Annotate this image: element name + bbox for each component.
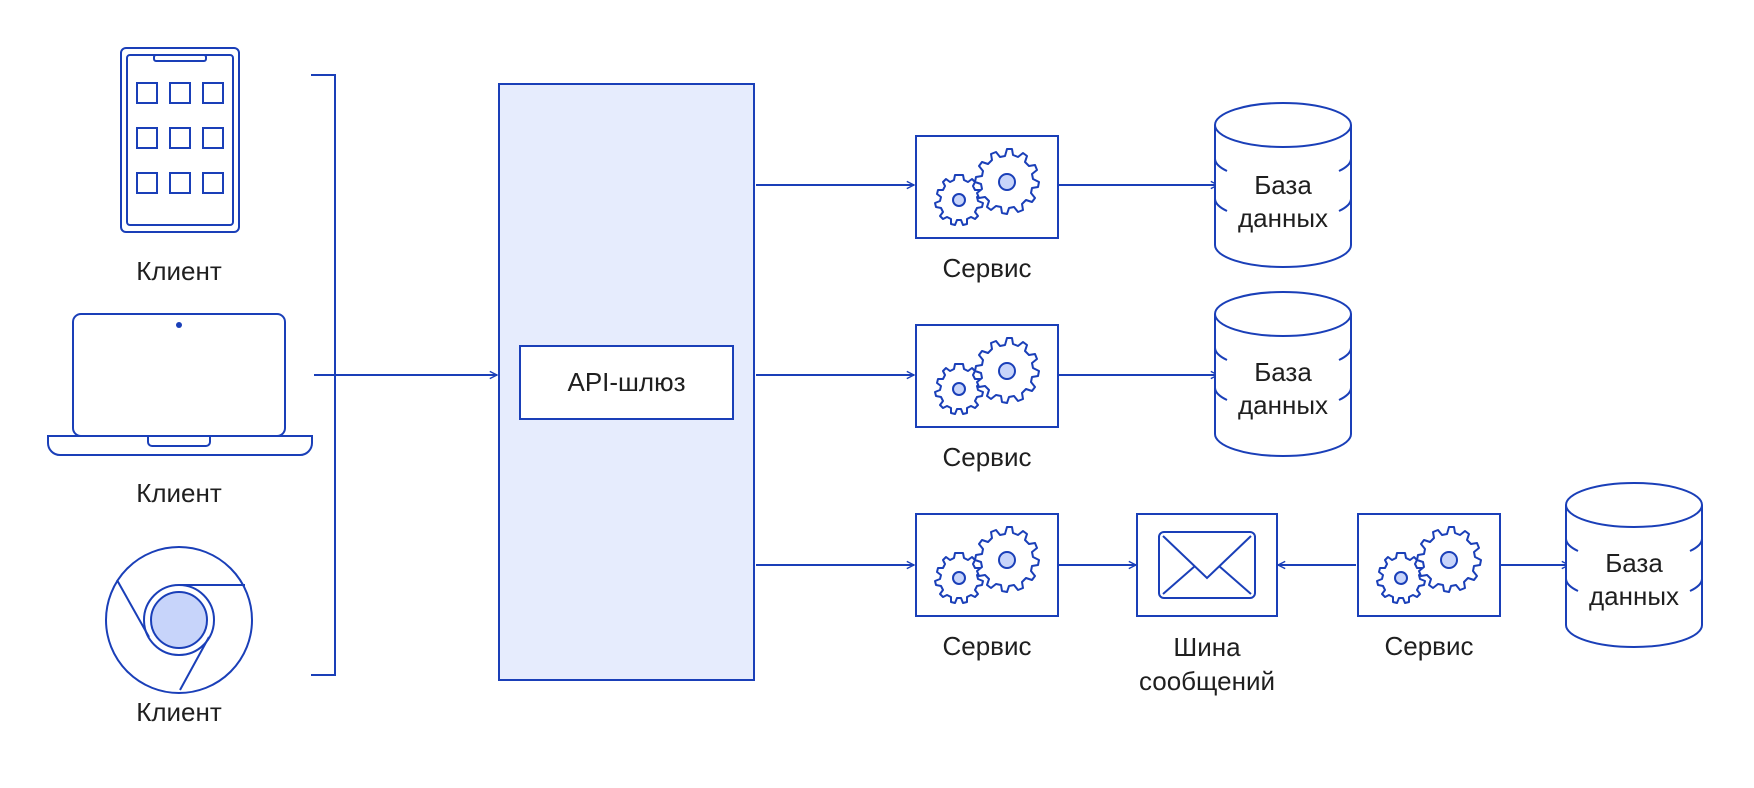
bus-label-line1: Шина: [1173, 632, 1241, 662]
service-4-gear-icon: [1358, 514, 1500, 616]
laptop-icon: [47, 313, 313, 456]
service-1-label: Сервис: [942, 253, 1032, 283]
tablet-icon: [120, 47, 240, 233]
gateway-box: [519, 345, 734, 420]
service-4-label: Сервис: [1384, 631, 1474, 661]
service-2-gear-icon: [916, 325, 1058, 427]
service-2-label: Сервис: [942, 442, 1032, 472]
client-2-label: Клиент: [136, 478, 222, 508]
service-3-label: Сервис: [942, 631, 1032, 661]
db-1-label-line1: База: [1254, 170, 1312, 200]
client-1-label: Клиент: [136, 256, 222, 286]
client-3-label: Клиент: [136, 697, 222, 727]
service-3-gear-icon: [916, 514, 1058, 616]
db-1-label-line2: данных: [1237, 203, 1329, 233]
browser-icon: [105, 546, 253, 694]
message-bus-envelope-icon: [1136, 513, 1278, 617]
db-3-label-line1: База: [1605, 548, 1663, 578]
bus-label-line2: сообщений: [1138, 666, 1276, 696]
db-2-label-line2: данных: [1237, 390, 1329, 420]
db-2-label-line1: База: [1254, 357, 1312, 387]
db-3-label-line2: данных: [1588, 581, 1680, 611]
gateway-label: API-шлюз: [567, 367, 686, 397]
service-1-gear-icon: [916, 136, 1058, 238]
